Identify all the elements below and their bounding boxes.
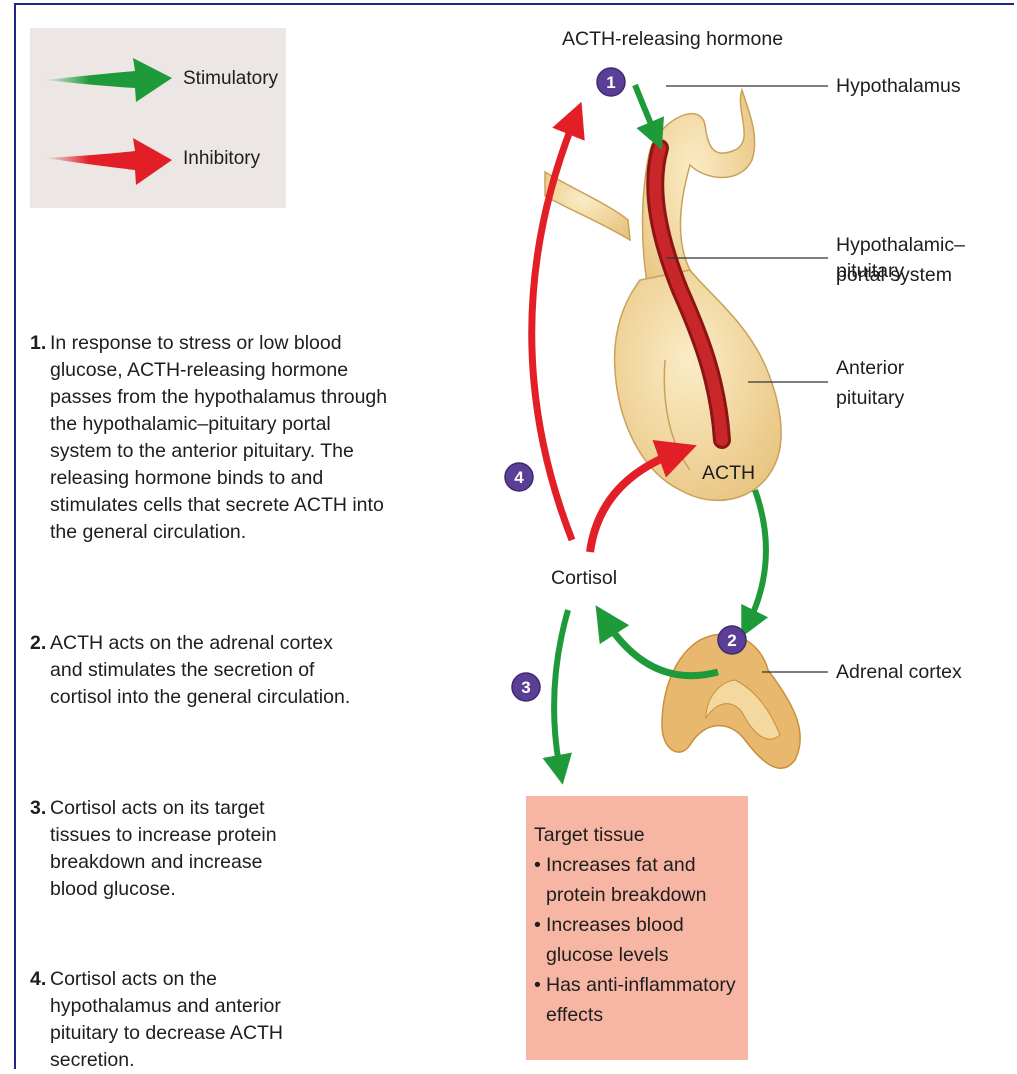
marker-4-text: 4 <box>514 468 524 487</box>
label-portal-system-line2: portal system <box>836 262 952 288</box>
label-adrenal-cortex: Adrenal cortex <box>836 659 962 685</box>
marker-1: 1 <box>597 68 625 96</box>
target-tissue-item-text: Increases blood glucose levels <box>546 914 684 966</box>
arrow-cortisol-to-hypothalamus <box>532 118 575 540</box>
bullet-marker: • <box>534 910 541 940</box>
marker-2: 2 <box>718 626 746 654</box>
target-tissue-item: • Increases blood glucose levels <box>534 910 746 970</box>
marker-2-text: 2 <box>727 631 736 650</box>
arrow-cortisol-to-target <box>554 610 568 770</box>
label-acth: ACTH <box>702 460 755 486</box>
label-hypothalamus: Hypothalamus <box>836 73 961 99</box>
legend-inhibitory-arrow <box>45 138 172 185</box>
target-tissue-item-text: Has anti-inflammatory effects <box>546 974 736 1026</box>
marker-4: 4 <box>505 463 533 491</box>
marker-1-text: 1 <box>606 73 615 92</box>
label-anterior-pituitary-line1: Anterior <box>836 355 904 381</box>
target-tissue-item-text: Increases fat and protein breakdown <box>546 854 706 906</box>
target-tissue-title: Target tissue <box>534 820 748 850</box>
bullet-marker: • <box>534 850 541 880</box>
label-cortisol: Cortisol <box>551 565 617 591</box>
target-tissue-box: Target tissue • Increases fat and protei… <box>526 796 748 1060</box>
marker-3-text: 3 <box>521 678 530 697</box>
label-acth-releasing-hormone: ACTH-releasing hormone <box>562 26 783 52</box>
arrow-crh-to-pituitary <box>635 85 656 136</box>
target-tissue-item: • Has anti-inflammatory effects <box>534 970 736 1030</box>
target-tissue-item: • Increases fat and protein breakdown <box>534 850 736 910</box>
bullet-marker: • <box>534 970 541 1000</box>
arrow-acth-to-adrenal <box>748 490 766 624</box>
marker-3: 3 <box>512 673 540 701</box>
legend-stimulatory-arrow <box>45 58 172 102</box>
label-anterior-pituitary-line2: pituitary <box>836 385 904 411</box>
